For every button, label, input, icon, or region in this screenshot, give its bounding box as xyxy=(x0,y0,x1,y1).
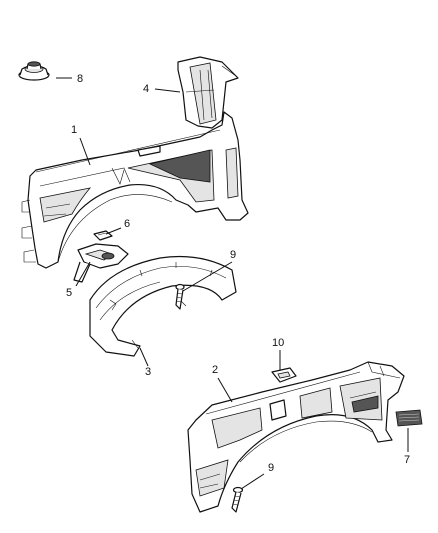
part-5-bracket xyxy=(73,243,129,283)
callout-9-lower: 9 xyxy=(268,462,274,474)
callout-10: 10 xyxy=(272,337,284,349)
callout-8: 8 xyxy=(77,73,83,85)
part-7-label xyxy=(395,409,423,427)
callout-4: 4 xyxy=(143,83,149,95)
leader-4 xyxy=(154,88,181,93)
callout-labels: 8 4 1 6 5 9 3 10 2 7 9 xyxy=(66,73,410,474)
callout-1: 1 xyxy=(71,124,77,136)
callout-9-upper: 9 xyxy=(230,249,236,261)
part-3-wheelhouse-liner xyxy=(89,255,237,357)
leader-9-upper xyxy=(182,261,233,292)
leader-5 xyxy=(75,261,91,287)
part-8-retainer-clip xyxy=(18,61,50,81)
callout-7: 7 xyxy=(404,454,410,466)
part-4-pillar-trim xyxy=(177,56,239,129)
part-10-clip xyxy=(271,367,297,383)
part-9-screw-upper xyxy=(175,283,185,310)
part-1-quarter-trim-panel xyxy=(21,111,249,269)
callout-5: 5 xyxy=(66,287,72,299)
part-2-quarter-trim-panel xyxy=(187,361,405,513)
leader-1 xyxy=(79,137,91,166)
callout-6: 6 xyxy=(124,218,130,230)
callout-3: 3 xyxy=(145,366,151,378)
leader-lines xyxy=(56,77,409,490)
callout-2: 2 xyxy=(212,364,218,376)
leader-3 xyxy=(139,347,149,367)
leader-2 xyxy=(217,377,233,403)
leader-9-lower xyxy=(240,473,265,490)
part-9-screw-lower xyxy=(231,486,244,513)
leader-6 xyxy=(105,227,122,235)
